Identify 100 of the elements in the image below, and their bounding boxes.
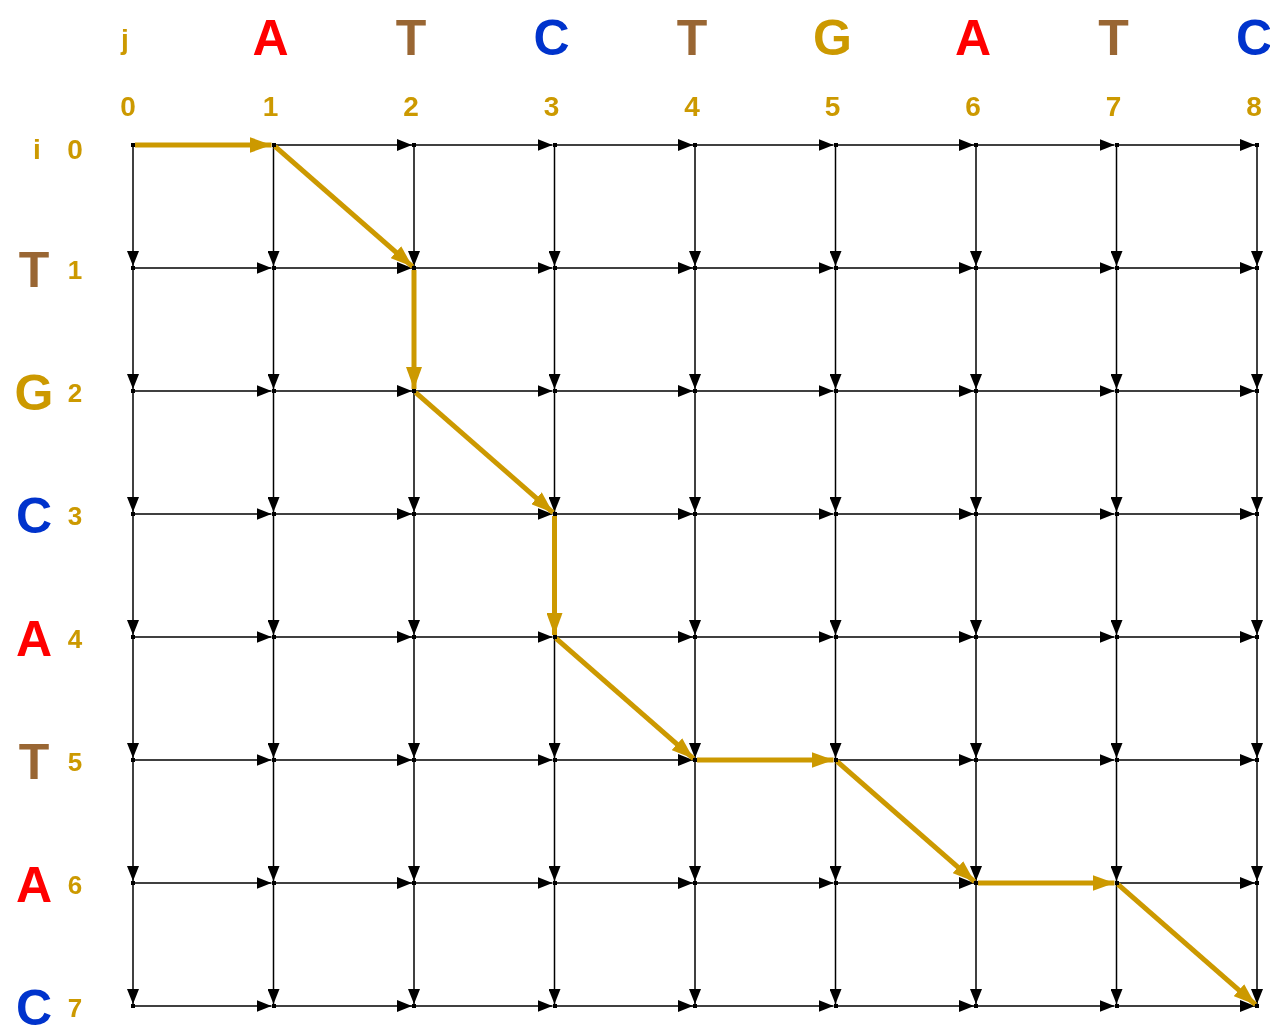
arrow (977, 262, 1116, 274)
arrow (274, 508, 413, 520)
sequence-letter: T (18, 245, 50, 295)
arrow (970, 638, 982, 759)
arrow (1117, 631, 1256, 643)
grid-point (131, 512, 135, 516)
grid-point (552, 389, 557, 393)
arrow (1251, 269, 1263, 390)
grid-point (833, 143, 838, 147)
index-number: 1 (67, 257, 83, 283)
arrow (267, 146, 280, 267)
arrow (970, 269, 982, 390)
sequence-letter: T (1098, 13, 1129, 63)
grid-point (271, 389, 276, 393)
grid-point (131, 881, 135, 885)
arrow (555, 754, 694, 766)
arrow (555, 508, 694, 520)
arrow (689, 515, 701, 636)
sequence-letter: A (954, 13, 992, 63)
arrow (977, 754, 1116, 766)
arrow (555, 139, 694, 151)
grid-point (1114, 881, 1119, 885)
index-number: 7 (67, 995, 83, 1021)
arrow (970, 515, 982, 636)
index-number: 0 (67, 136, 83, 164)
arrow (415, 385, 554, 397)
arrow (696, 262, 835, 274)
grid-point (552, 635, 557, 639)
arrow (836, 754, 975, 766)
arrow (689, 269, 701, 390)
arrow (836, 262, 975, 274)
arrow (829, 884, 842, 1005)
arrow (1110, 269, 1123, 390)
arrow (127, 269, 139, 390)
grid-point (1255, 881, 1259, 885)
grid-point (974, 758, 978, 762)
grid-point (552, 512, 557, 516)
grid-point (833, 512, 838, 516)
arrow (696, 385, 835, 397)
grid-point (833, 758, 838, 762)
arrow (134, 631, 273, 643)
path-arrow (978, 875, 1115, 891)
grid-point (271, 758, 276, 762)
grid-point (1255, 1004, 1259, 1008)
grid-point (833, 635, 838, 639)
grid-point (1114, 635, 1119, 639)
grid-point (1255, 635, 1259, 639)
arrow (1117, 139, 1256, 151)
index-number: 6 (67, 872, 83, 898)
grid-point (412, 389, 416, 393)
arrow (689, 638, 701, 759)
sequence-letter: A (15, 614, 53, 664)
arrow (1117, 1000, 1256, 1012)
sequence-letter: C (15, 983, 53, 1025)
grid-point (1114, 758, 1119, 762)
arrow (1110, 761, 1123, 882)
grid-point (974, 512, 978, 516)
arrow (689, 884, 701, 1005)
grid-point (693, 512, 697, 516)
arrow (415, 262, 554, 274)
path-arrow (413, 390, 555, 515)
arrow (134, 877, 273, 889)
arrow (274, 139, 413, 151)
grid-point (833, 389, 838, 393)
arrow (127, 146, 139, 267)
arrow (415, 139, 554, 151)
arrow (555, 877, 694, 889)
grid-point (552, 758, 557, 762)
sequence-letter: A (252, 13, 289, 63)
arrow (548, 638, 561, 759)
grid-point (693, 881, 697, 885)
arrow (127, 638, 139, 759)
path-arrow (406, 270, 422, 389)
arrow (829, 269, 842, 390)
grid-point (131, 266, 135, 270)
sequence-letter: C (15, 491, 53, 541)
arrow (829, 761, 842, 882)
arrow (829, 146, 842, 267)
grid-point (693, 389, 697, 393)
grid-point (974, 389, 978, 393)
grid-point (1114, 389, 1119, 393)
grid-point (412, 635, 416, 639)
arrow (555, 1000, 694, 1012)
arrow (415, 754, 554, 766)
path-arrow (1116, 882, 1258, 1007)
grid-point (412, 1004, 416, 1008)
grid-point (1255, 758, 1259, 762)
path-arrow (835, 759, 977, 884)
arrow (127, 515, 139, 636)
arrow (1110, 146, 1123, 267)
arrow (696, 508, 835, 520)
arrow (977, 631, 1116, 643)
index-number: 3 (543, 93, 560, 121)
grid-point (693, 635, 697, 639)
grid-point (131, 758, 135, 762)
index-number: 2 (67, 380, 83, 406)
grid-point (693, 1004, 697, 1008)
arrow (1110, 638, 1123, 759)
arrow (977, 508, 1116, 520)
grid-point (693, 143, 697, 147)
